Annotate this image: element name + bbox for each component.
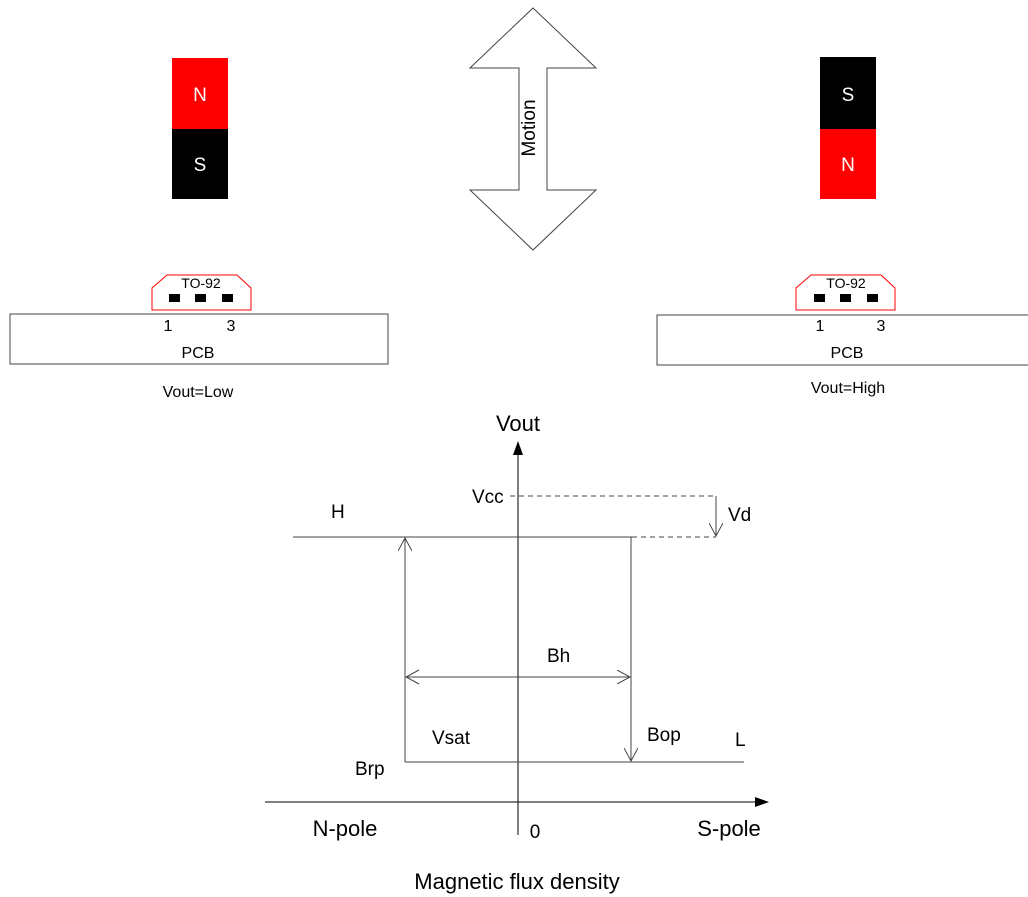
vout-low-label: Vout=Low <box>163 384 234 401</box>
to92-package-right-label: TO-92 <box>826 275 866 291</box>
vd-label: Vd <box>728 505 751 526</box>
vsat-label: Vsat <box>432 728 471 749</box>
motion-label: Motion <box>519 99 540 156</box>
magnet-left: N S <box>172 58 228 199</box>
brp-label: Brp <box>355 759 385 780</box>
x-axis-label: Magnetic flux density <box>414 869 619 894</box>
magnet-left-bottom-pole <box>172 129 228 199</box>
pin-left-3 <box>222 294 233 302</box>
to92-package-left-label: TO-92 <box>181 275 221 291</box>
pin-right-3-label: 3 <box>877 318 886 335</box>
magnet-right-top-pole <box>820 57 876 129</box>
magnet-right: S N <box>820 57 876 199</box>
pcb-left <box>9 313 389 365</box>
pin-right-1 <box>814 294 825 302</box>
bh-left-arrowhead <box>404 669 420 685</box>
pcb-right <box>656 314 1028 366</box>
pin-right-1-label: 1 <box>816 318 825 335</box>
pin-left-1 <box>169 294 180 302</box>
bop-label: Bop <box>647 725 681 746</box>
high-label: H <box>331 502 345 523</box>
pin-left-1-label: 1 <box>164 318 173 335</box>
origin-label: 0 <box>530 822 541 843</box>
sensor-left: TO-92 1 3 PCB Vout=Low <box>9 274 389 401</box>
pin-right-2 <box>840 294 851 302</box>
magnet-right-top-label: S <box>842 85 855 106</box>
magnet-left-bottom-label: S <box>194 155 207 176</box>
y-axis-label: Vout <box>496 411 540 436</box>
magnet-left-top-pole <box>172 58 228 129</box>
motion-double-arrow-icon <box>468 7 598 251</box>
magnet-right-bottom-pole <box>820 129 876 199</box>
pin-left-2 <box>195 294 206 302</box>
s-pole-label: S-pole <box>697 816 761 841</box>
vout-high-label: Vout=High <box>811 380 885 397</box>
hysteresis-graph: Vout Vcc Vd H L Bh Vsat Bop Brp 0 N-pole… <box>265 411 769 894</box>
vcc-label: Vcc <box>472 487 504 508</box>
bh-label: Bh <box>547 646 570 667</box>
pcb-left-label: PCB <box>182 345 215 362</box>
pin-right-3 <box>867 294 878 302</box>
n-pole-label: N-pole <box>313 816 378 841</box>
low-label: L <box>735 730 746 751</box>
sensor-right: TO-92 1 3 PCB Vout=High <box>656 274 1028 397</box>
magnet-left-top-label: N <box>193 85 207 106</box>
pin-left-3-label: 3 <box>227 318 236 335</box>
motion-arrow: Motion <box>468 7 598 251</box>
magnet-right-bottom-label: N <box>841 155 855 176</box>
pcb-right-label: PCB <box>831 345 864 362</box>
